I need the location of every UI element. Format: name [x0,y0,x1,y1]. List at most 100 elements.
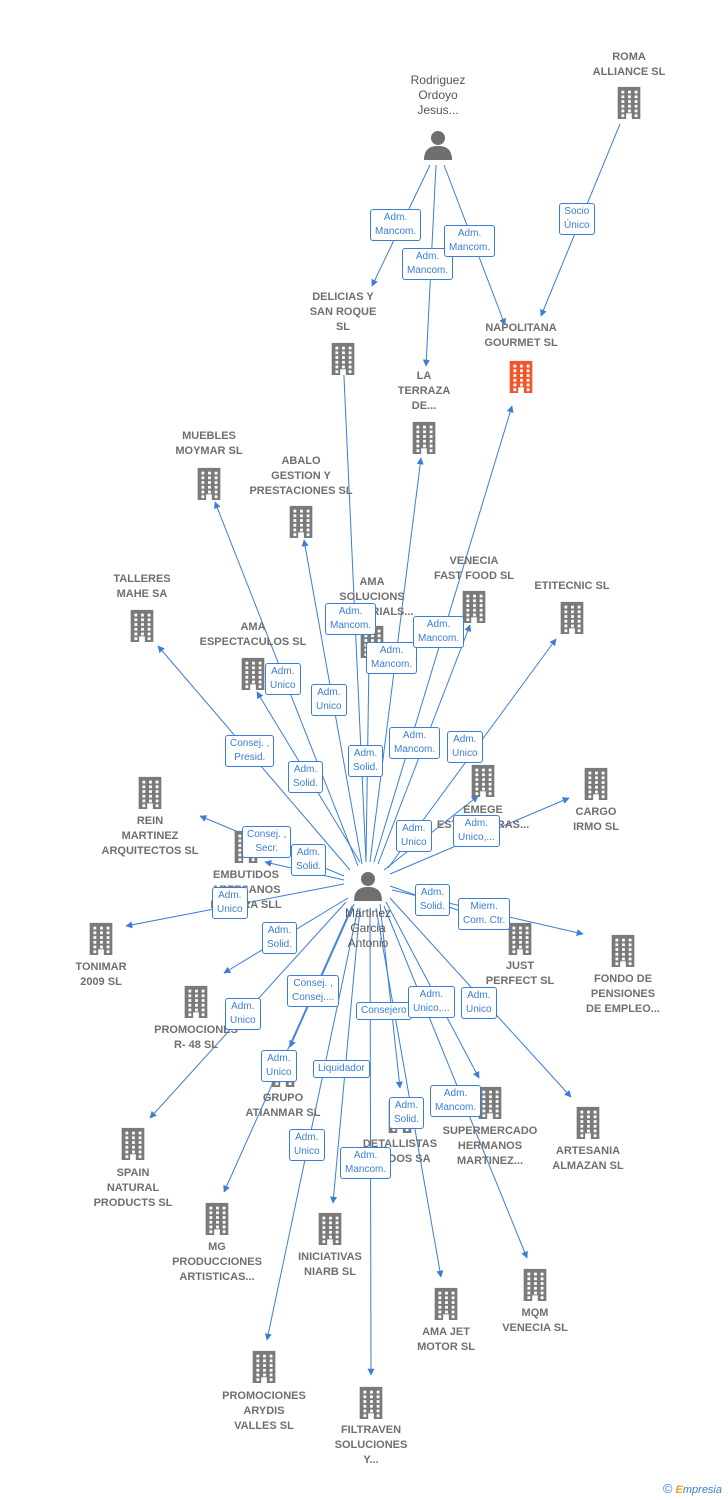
edge-label-martinez-venecia[interactable]: Adm. Mancom. [389,727,441,759]
building-icon[interactable] [250,1349,278,1383]
edge-label-rodriguez-laterraza[interactable]: Adm. Mancom. [402,248,454,280]
building-icon[interactable] [460,589,488,623]
node-label-napolitana[interactable]: NAPOLITANA GOURMET SL [456,321,586,351]
focus-building-icon[interactable] [507,359,535,393]
edge-label-martinez-artesania[interactable]: Adm. Unico [461,987,497,1019]
edge-label-martinez-iniciativas[interactable]: Liquidador [313,1060,370,1078]
edge-label-martinez-etitecnic[interactable]: Adm. Unico [447,731,483,763]
node-label-mg[interactable]: MG PRODUCCIONES ARTISTICAS... [152,1240,282,1285]
edge-label-martinez-abalo[interactable]: Adm. Unico [311,684,347,716]
building-icon[interactable] [195,466,223,500]
edge-label-martinez-arydis[interactable]: Adm. Unico [289,1129,325,1161]
node-label-supermercado[interactable]: SUPERMERCADO HERMANOS MARTINEZ... [425,1124,555,1169]
edge-label-martinez-emege[interactable]: Adm. Unico [396,820,432,852]
node-label-martinez[interactable]: Martinez Garcia Antonio [303,906,433,951]
node-label-muebles[interactable]: MUEBLES MOYMAR SL [144,429,274,459]
edge-label-martinez-tonimar[interactable]: Adm. Unico [212,887,248,919]
node-label-text: FONDO DE PENSIONES DE EMPLEO... [586,973,660,1015]
edge-label-martinez-justperfect[interactable]: Adm. Solid. [415,884,451,916]
node-label-text: MQM VENECIA SL [502,1307,568,1334]
building-icon[interactable] [521,1267,549,1301]
person-icon[interactable] [353,871,383,901]
edge-label-roma-napolitana[interactable]: Socio Único [559,203,595,235]
building-icon[interactable] [432,1286,460,1320]
node-label-text: AMA ESPECTACULOS SL [199,621,307,648]
edge-label-martinez-cargo[interactable]: Adm. Unico,... [453,815,500,847]
edge-label-martinez-grupo[interactable]: Consej. , Consej.... [287,975,340,1007]
node-label-justperfect[interactable]: JUST PERFECT SL [455,959,585,989]
node-label-talleres[interactable]: TALLERES MAHE SA [77,572,207,602]
building-icon[interactable] [469,763,497,797]
edge-label-martinez-laterraza[interactable]: Adm. Mancom. [366,642,418,674]
edge-martinez-detallistas [379,903,403,1089]
building-icon[interactable] [574,1105,602,1139]
building-icon[interactable] [558,600,586,634]
edge-label-martinez-amasol[interactable]: Adm. Solid. [348,745,384,777]
building-icon[interactable] [506,921,534,955]
node-label-amaesp[interactable]: AMA ESPECTACULOS SL [188,620,318,650]
node-label-arydis[interactable]: PROMOCIONES ARYDIS VALLES SL [199,1389,329,1434]
building-icon[interactable] [357,1385,385,1419]
edge-label-martinez-embutidos[interactable]: Adm. Solid. [291,844,327,876]
node-label-text: REIN MARTINEZ ARQUITECTOS SL [101,815,199,857]
edge-label-martinez-muebles[interactable]: Adm. Unico [265,663,301,695]
node-label-roma[interactable]: ROMA ALLIANCE SL [564,50,694,80]
edge-label-martinez-talleres[interactable]: Consej. , Presid. [225,735,275,767]
edge-label-martinez-napolitana[interactable]: Adm. Mancom. [413,616,465,648]
node-label-amajet[interactable]: AMA JET MOTOR SL [381,1325,511,1355]
building-icon[interactable] [203,1201,231,1235]
building-icon[interactable] [136,775,164,809]
node-label-text: FILTRAVEN SOLUCIONES Y... [334,1424,408,1466]
edge-label-martinez-amajet[interactable]: Adm. Solid. [389,1097,425,1129]
node-label-tonimar[interactable]: TONIMAR 2009 SL [36,960,166,990]
building-icon[interactable] [119,1126,147,1160]
node-label-mqm[interactable]: MQM VENECIA SL [470,1306,600,1336]
node-label-text: ARTESANIA ALMAZAN SL [552,1145,624,1172]
node-label-text: ETITECNIC SL [534,580,610,592]
person-icon[interactable] [423,130,453,160]
node-label-grupo[interactable]: GRUPO ATIANMAR SL [218,1091,348,1121]
node-label-venecia[interactable]: VENECIA FAST FOOD SL [409,554,539,584]
edge-label-martinez-promo48[interactable]: Adm. Solid. [262,922,298,954]
edge-label-martinez-detallistas[interactable]: Consejero [356,1002,412,1020]
building-icon[interactable] [316,1211,344,1245]
node-label-laterraza[interactable]: LA TERRAZA DE... [359,369,489,414]
node-label-promo48[interactable]: PROMOCIONES R- 48 SL [131,1023,261,1053]
building-icon[interactable] [410,420,438,454]
edge-label-martinez-mqm[interactable]: Adm. Mancom. [430,1085,482,1117]
building-icon[interactable] [287,504,315,538]
node-label-fondo[interactable]: FONDO DE PENSIONES DE EMPLEO... [558,972,688,1017]
edge-label-rodriguez-napolitana[interactable]: Adm. Mancom. [444,225,496,257]
building-icon[interactable] [182,984,210,1018]
edge-label-martinez-filtraven[interactable]: Adm. Mancom. [340,1147,392,1179]
building-icon[interactable] [609,933,637,967]
node-label-cargo[interactable]: CARGO IRMO SL [531,805,661,835]
building-icon[interactable] [239,656,267,690]
node-label-text: PROMOCIONES R- 48 SL [154,1024,238,1051]
node-label-abalo[interactable]: ABALO GESTION Y PRESTACIONES SL [236,454,366,499]
building-icon[interactable] [128,608,156,642]
edge-label-martinez-fondo[interactable]: Miem. Com. Ctr. [458,898,511,930]
building-icon[interactable] [476,1085,504,1119]
edge-label-martinez-mg[interactable]: Adm. Unico [261,1050,297,1082]
edge-label-martinez-rein[interactable]: Consej. , Secr. [242,826,292,858]
building-icon[interactable] [582,766,610,800]
node-label-filtraven[interactable]: FILTRAVEN SOLUCIONES Y... [306,1423,436,1468]
edge-label-martinez-supermercado[interactable]: Adm. Unico,... [408,986,455,1018]
node-label-delicias[interactable]: DELICIAS Y SAN ROQUE SL [278,290,408,335]
edge-label-martinez-delicias[interactable]: Adm. Mancom. [325,603,377,635]
node-label-etitecnic[interactable]: ETITECNIC SL [507,579,637,594]
edge-label-rodriguez-delicias[interactable]: Adm. Mancom. [370,209,422,241]
node-label-rodriguez[interactable]: Rodriguez Ordoyo Jesus... [373,73,503,118]
edge-label-martinez-spain[interactable]: Adm. Unico [225,998,261,1030]
edge-label-martinez-amaesp[interactable]: Adm. Solid. [288,761,324,793]
building-icon[interactable] [329,341,357,375]
building-icon[interactable] [615,85,643,119]
node-label-artesania[interactable]: ARTESANIA ALMAZAN SL [523,1144,653,1174]
node-label-rein[interactable]: REIN MARTINEZ ARQUITECTOS SL [85,814,215,859]
building-icon[interactable] [87,921,115,955]
node-label-iniciativas[interactable]: INICIATIVAS NIARB SL [265,1250,395,1280]
node-label-spain[interactable]: SPAIN NATURAL PRODUCTS SL [68,1166,198,1211]
node-label-text: SUPERMERCADO HERMANOS MARTINEZ... [442,1125,538,1167]
